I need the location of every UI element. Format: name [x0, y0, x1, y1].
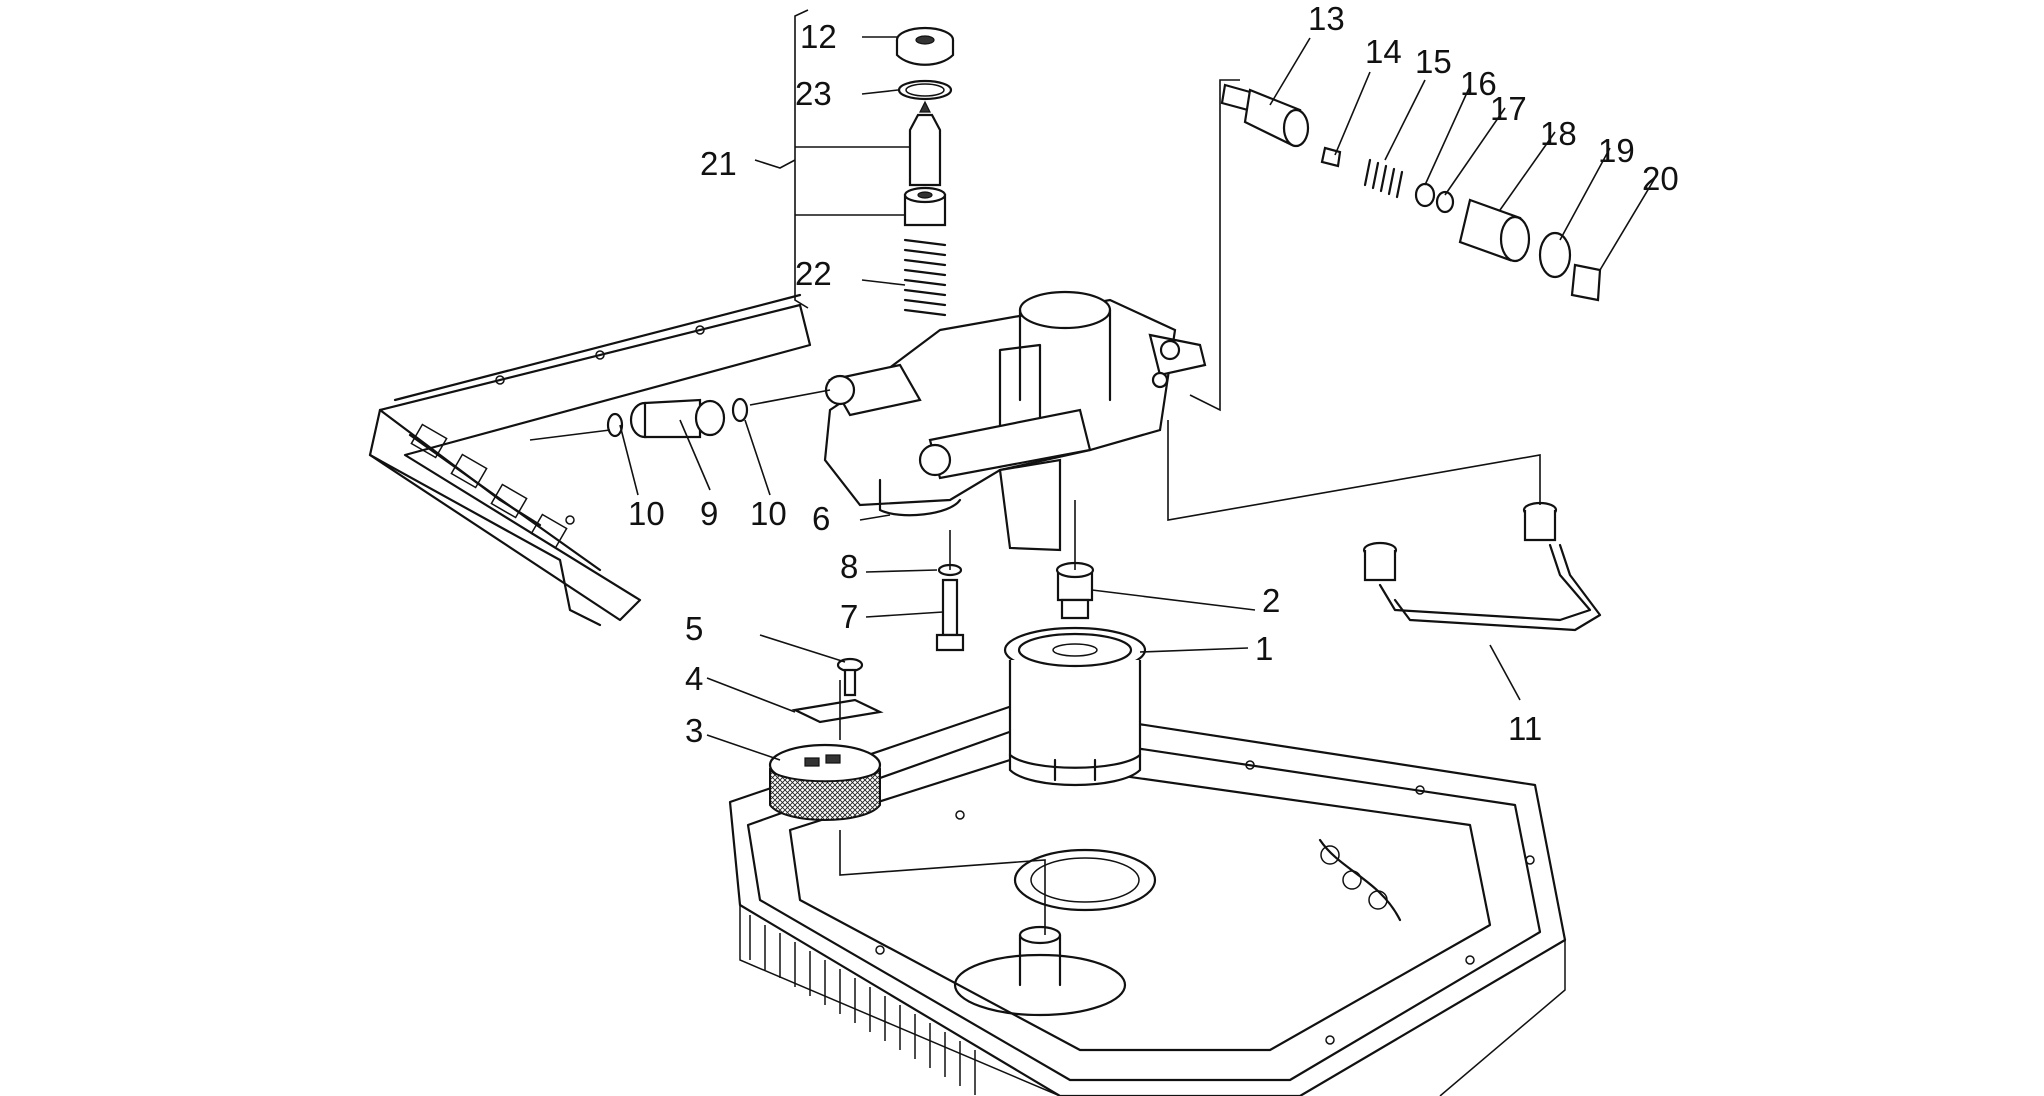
- strainer-assembly: [768, 657, 884, 821]
- callout-5: 5: [685, 610, 703, 647]
- callout-14: 14: [1365, 33, 1402, 70]
- callout-16: 16: [1460, 65, 1497, 102]
- callout-9: 9: [700, 495, 718, 532]
- callout-6: 6: [812, 500, 830, 537]
- leader-lines: [529, 9, 1656, 935]
- callout-21: 21: [700, 145, 737, 182]
- callout-7: 7: [840, 598, 858, 635]
- callout-20: 20: [1642, 160, 1679, 197]
- bolt-and-washer: [935, 563, 965, 652]
- callout-2: 2: [1262, 582, 1280, 619]
- valve-assembly: [1220, 83, 1602, 302]
- callout-12: 12: [800, 18, 837, 55]
- shaft-assembly: [606, 397, 749, 439]
- filter-nipple: [1055, 561, 1095, 620]
- relief-valve-stack: [895, 26, 955, 317]
- callout-13: 13: [1308, 0, 1345, 37]
- callout-8: 8: [840, 548, 858, 585]
- callout-15: 15: [1415, 43, 1452, 80]
- callout-3: 3: [685, 712, 703, 749]
- gasket-plate: [368, 293, 812, 627]
- callout-labels: 1 2 3 4 5 6 7 8 9 10 10 11 12 13 14 15 1…: [628, 0, 1679, 749]
- callout-4: 4: [685, 660, 703, 697]
- pan-ribs: [749, 915, 976, 1095]
- callout-17: 17: [1490, 90, 1527, 127]
- callout-18: 18: [1540, 115, 1577, 152]
- callout-1: 1: [1255, 630, 1273, 667]
- callout-10b: 10: [750, 495, 787, 532]
- oil-filter: [1003, 626, 1147, 787]
- callout-23: 23: [795, 75, 832, 112]
- pump-body: [823, 290, 1207, 552]
- oil-pipe: [1362, 501, 1602, 632]
- callout-10a: 10: [628, 495, 665, 532]
- callout-22: 22: [795, 255, 832, 292]
- callout-19: 19: [1598, 132, 1635, 169]
- callout-11: 11: [1508, 710, 1542, 747]
